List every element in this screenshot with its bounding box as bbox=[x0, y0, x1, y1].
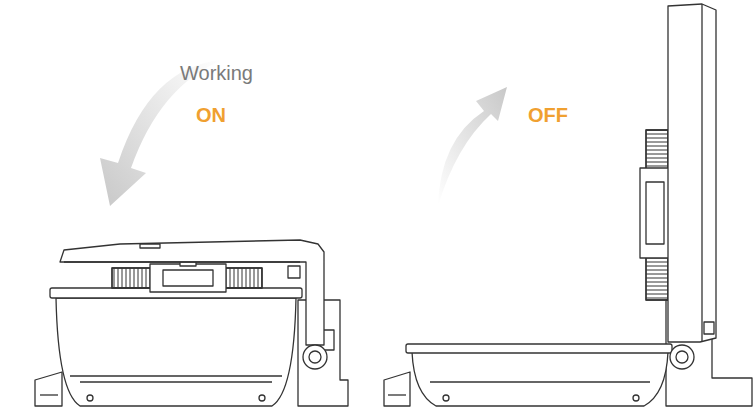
appliance-closed bbox=[35, 240, 348, 406]
state-label: OFF bbox=[528, 104, 568, 126]
state-caption: Working bbox=[180, 62, 253, 84]
state-label: ON bbox=[196, 104, 226, 126]
appliance-open bbox=[384, 4, 752, 406]
open-arrow bbox=[438, 87, 507, 206]
